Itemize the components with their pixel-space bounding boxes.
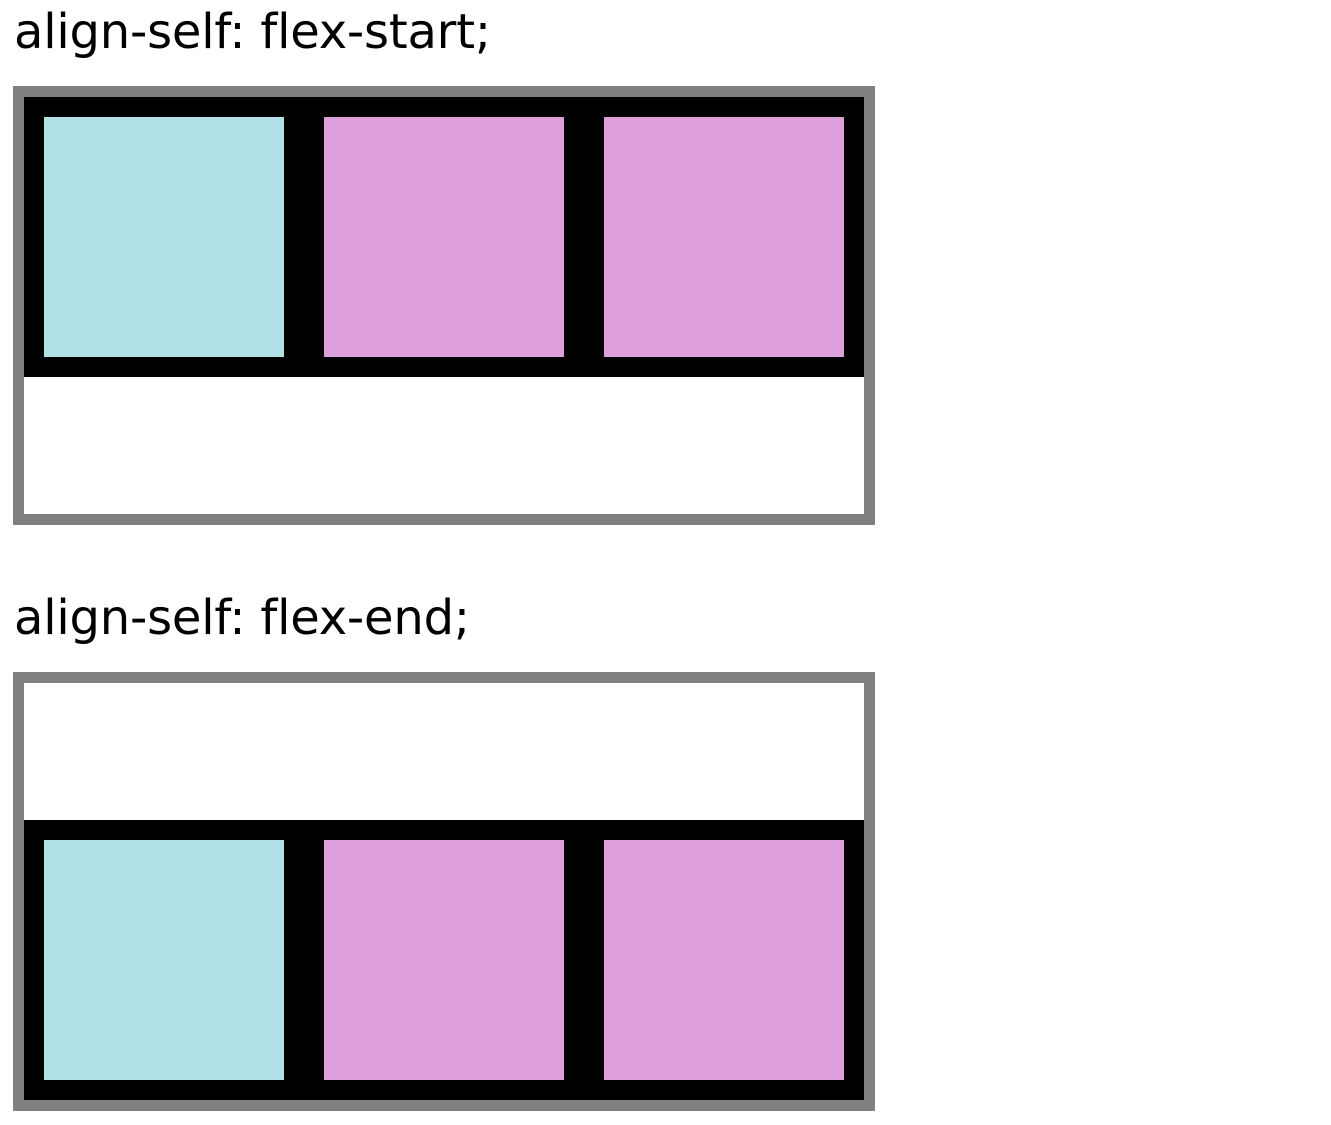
flex-start-container	[13, 86, 875, 525]
flex-end-item-one	[24, 820, 304, 1100]
flex-end-container	[13, 672, 875, 1111]
flex-start-item-two	[304, 97, 584, 377]
flex-start-item-three	[584, 97, 864, 377]
flex-start-heading: align-self: flex-start;	[14, 4, 491, 60]
flex-end-item-two	[304, 820, 584, 1100]
flex-start-item-one	[24, 97, 304, 377]
flex-end-item-three	[584, 820, 864, 1100]
flex-end-heading: align-self: flex-end;	[14, 590, 470, 646]
